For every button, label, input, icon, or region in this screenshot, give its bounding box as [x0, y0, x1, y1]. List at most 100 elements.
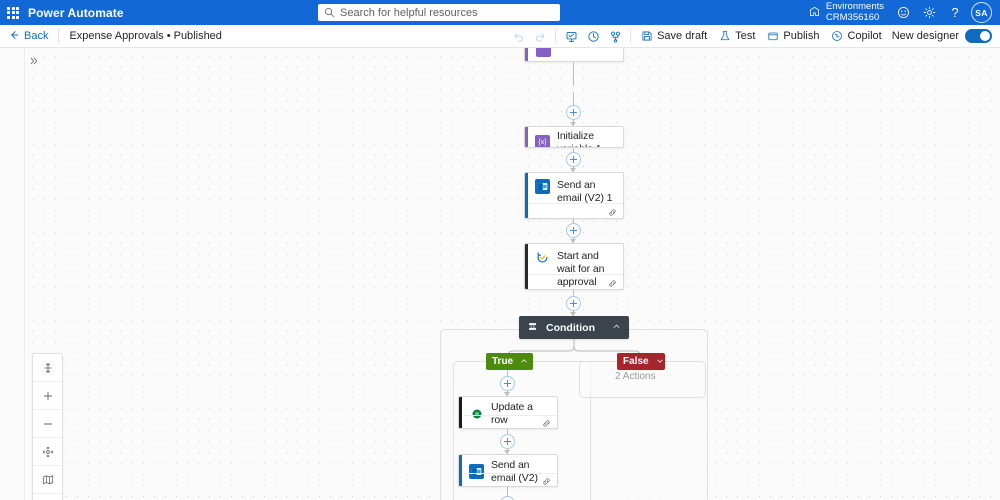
copilot-icon	[831, 30, 843, 42]
save-draft-label: Save draft	[657, 30, 708, 42]
test-label: Test	[735, 30, 756, 42]
true-branch-badge[interactable]: True	[486, 353, 533, 370]
help-question-icon[interactable]: ?	[951, 5, 959, 20]
connector-line	[507, 370, 508, 376]
connector-arrow	[504, 392, 510, 396]
test-flask-icon	[719, 30, 731, 42]
node-title: Send an email (V2) 1	[557, 179, 613, 204]
flow-node-clipped-top[interactable]	[524, 48, 624, 62]
flow-canvas[interactable]: {x} Initialize variable 1 Send an email …	[25, 48, 1000, 500]
publish-button[interactable]: Publish	[761, 25, 825, 47]
minimap-map-icon[interactable]	[33, 466, 62, 494]
divider	[555, 29, 557, 43]
node-footer	[529, 274, 623, 289]
test-button[interactable]: Test	[713, 25, 761, 47]
canvas-zoom-controls	[32, 353, 63, 500]
connector-line	[573, 62, 574, 86]
connection-link-icon[interactable]	[608, 206, 617, 218]
connector-arrow	[570, 168, 576, 172]
flow-node-send-an-email-v2-1[interactable]: Send an email (V2) 1	[524, 172, 624, 219]
environment-icon	[809, 6, 820, 20]
node-accent-bar	[525, 173, 528, 218]
node-title: Send an email (V2)	[491, 459, 538, 484]
publish-icon	[767, 30, 779, 42]
add-step-plus-icon-2[interactable]	[566, 152, 581, 167]
reset-view-move-center-icon[interactable]	[33, 438, 62, 466]
top-brand-bar: Power Automate Environments CRM356160 ? …	[0, 0, 1000, 25]
flow-checker-icon[interactable]	[560, 25, 582, 47]
add-step-plus-icon-1[interactable]	[566, 105, 581, 120]
new-designer-toggle[interactable]	[965, 29, 992, 43]
approvals-icon	[535, 250, 550, 265]
chevron-down-icon[interactable]	[656, 357, 664, 367]
false-branch-collapsed-summary: 2 Actions	[615, 371, 656, 382]
node-title: Start and wait for an approval	[557, 250, 605, 288]
node-footer	[529, 203, 623, 218]
flow-node-update-a-row[interactable]: Update a row	[458, 396, 558, 429]
avatar[interactable]: SA	[971, 2, 992, 23]
node-accent-bar	[459, 455, 462, 486]
environment-label: Environments	[825, 1, 884, 13]
add-step-plus-icon-true-2[interactable]	[500, 434, 515, 449]
node-accent-bar	[525, 127, 528, 147]
variable-icon	[536, 48, 551, 57]
zoom-out-minus-icon[interactable]	[33, 410, 62, 438]
connections-icon[interactable]	[604, 25, 626, 47]
node-title: Update a row	[491, 401, 533, 426]
node-accent-bar	[525, 48, 528, 61]
gear-icon[interactable]	[916, 0, 942, 25]
node-footer	[463, 473, 557, 486]
save-draft-button[interactable]: Save draft	[635, 25, 713, 47]
search-input[interactable]	[340, 6, 554, 19]
connector-line	[573, 92, 574, 105]
chevron-up-icon[interactable]	[520, 357, 528, 367]
connector-line	[573, 148, 574, 152]
add-step-plus-icon-4[interactable]	[566, 296, 581, 311]
chevron-up-icon[interactable]	[612, 322, 621, 333]
flow-node-start-and-wait-for-an-approval[interactable]: Start and wait for an approval	[524, 243, 624, 290]
canvas-search-icon[interactable]	[33, 494, 62, 500]
new-designer-label: New designer	[891, 30, 959, 42]
app-launcher-icon[interactable]	[0, 0, 26, 25]
smiley-feedback-icon[interactable]	[890, 0, 916, 25]
brand-bar-right: Environments CRM356160 ? SA	[803, 0, 994, 25]
dataverse-icon	[469, 406, 484, 421]
connector-line	[573, 219, 574, 223]
connector-arrow	[570, 312, 576, 316]
connector-arrow	[504, 450, 510, 454]
flow-node-initialize-variable-1[interactable]: {x} Initialize variable 1	[524, 126, 624, 148]
redo-icon[interactable]	[529, 25, 551, 47]
fit-to-screen-icon[interactable]	[33, 354, 62, 382]
node-accent-bar	[525, 244, 528, 289]
undo-icon[interactable]	[507, 25, 529, 47]
divider	[58, 29, 60, 43]
environment-selector[interactable]: Environments CRM356160	[803, 0, 890, 25]
add-step-plus-icon-3[interactable]	[566, 223, 581, 238]
connection-link-icon[interactable]	[542, 475, 551, 486]
search-icon	[324, 7, 335, 18]
connector-arrow	[570, 122, 576, 126]
zoom-in-plus-icon[interactable]	[33, 382, 62, 410]
back-label: Back	[24, 30, 49, 42]
false-branch-label: False	[623, 356, 649, 367]
left-rail	[0, 48, 25, 500]
connection-link-icon[interactable]	[608, 277, 617, 289]
node-accent-bar	[459, 397, 462, 428]
history-clock-icon[interactable]	[582, 25, 604, 47]
add-step-plus-icon-true-1[interactable]	[500, 376, 515, 391]
node-title: Initialize variable 1	[557, 130, 602, 147]
false-branch-badge[interactable]: False	[617, 353, 665, 370]
condition-header[interactable]: Condition	[519, 316, 629, 339]
global-search[interactable]	[318, 4, 560, 21]
app-title[interactable]: Power Automate	[28, 5, 124, 20]
flow-node-send-an-email-v2[interactable]: Send an email (V2)	[458, 454, 558, 487]
outlook-icon	[535, 179, 550, 194]
connector-line	[573, 290, 574, 296]
chevron-double-right-icon[interactable]	[29, 56, 39, 69]
publish-label: Publish	[783, 30, 820, 42]
variable-icon: {x}	[535, 135, 550, 147]
copilot-button[interactable]: Copilot	[825, 25, 887, 47]
connection-link-icon[interactable]	[542, 417, 551, 428]
command-bar-actions: Save draft Test Publish Copilot New desi…	[507, 25, 996, 47]
back-button[interactable]: Back	[0, 25, 56, 47]
